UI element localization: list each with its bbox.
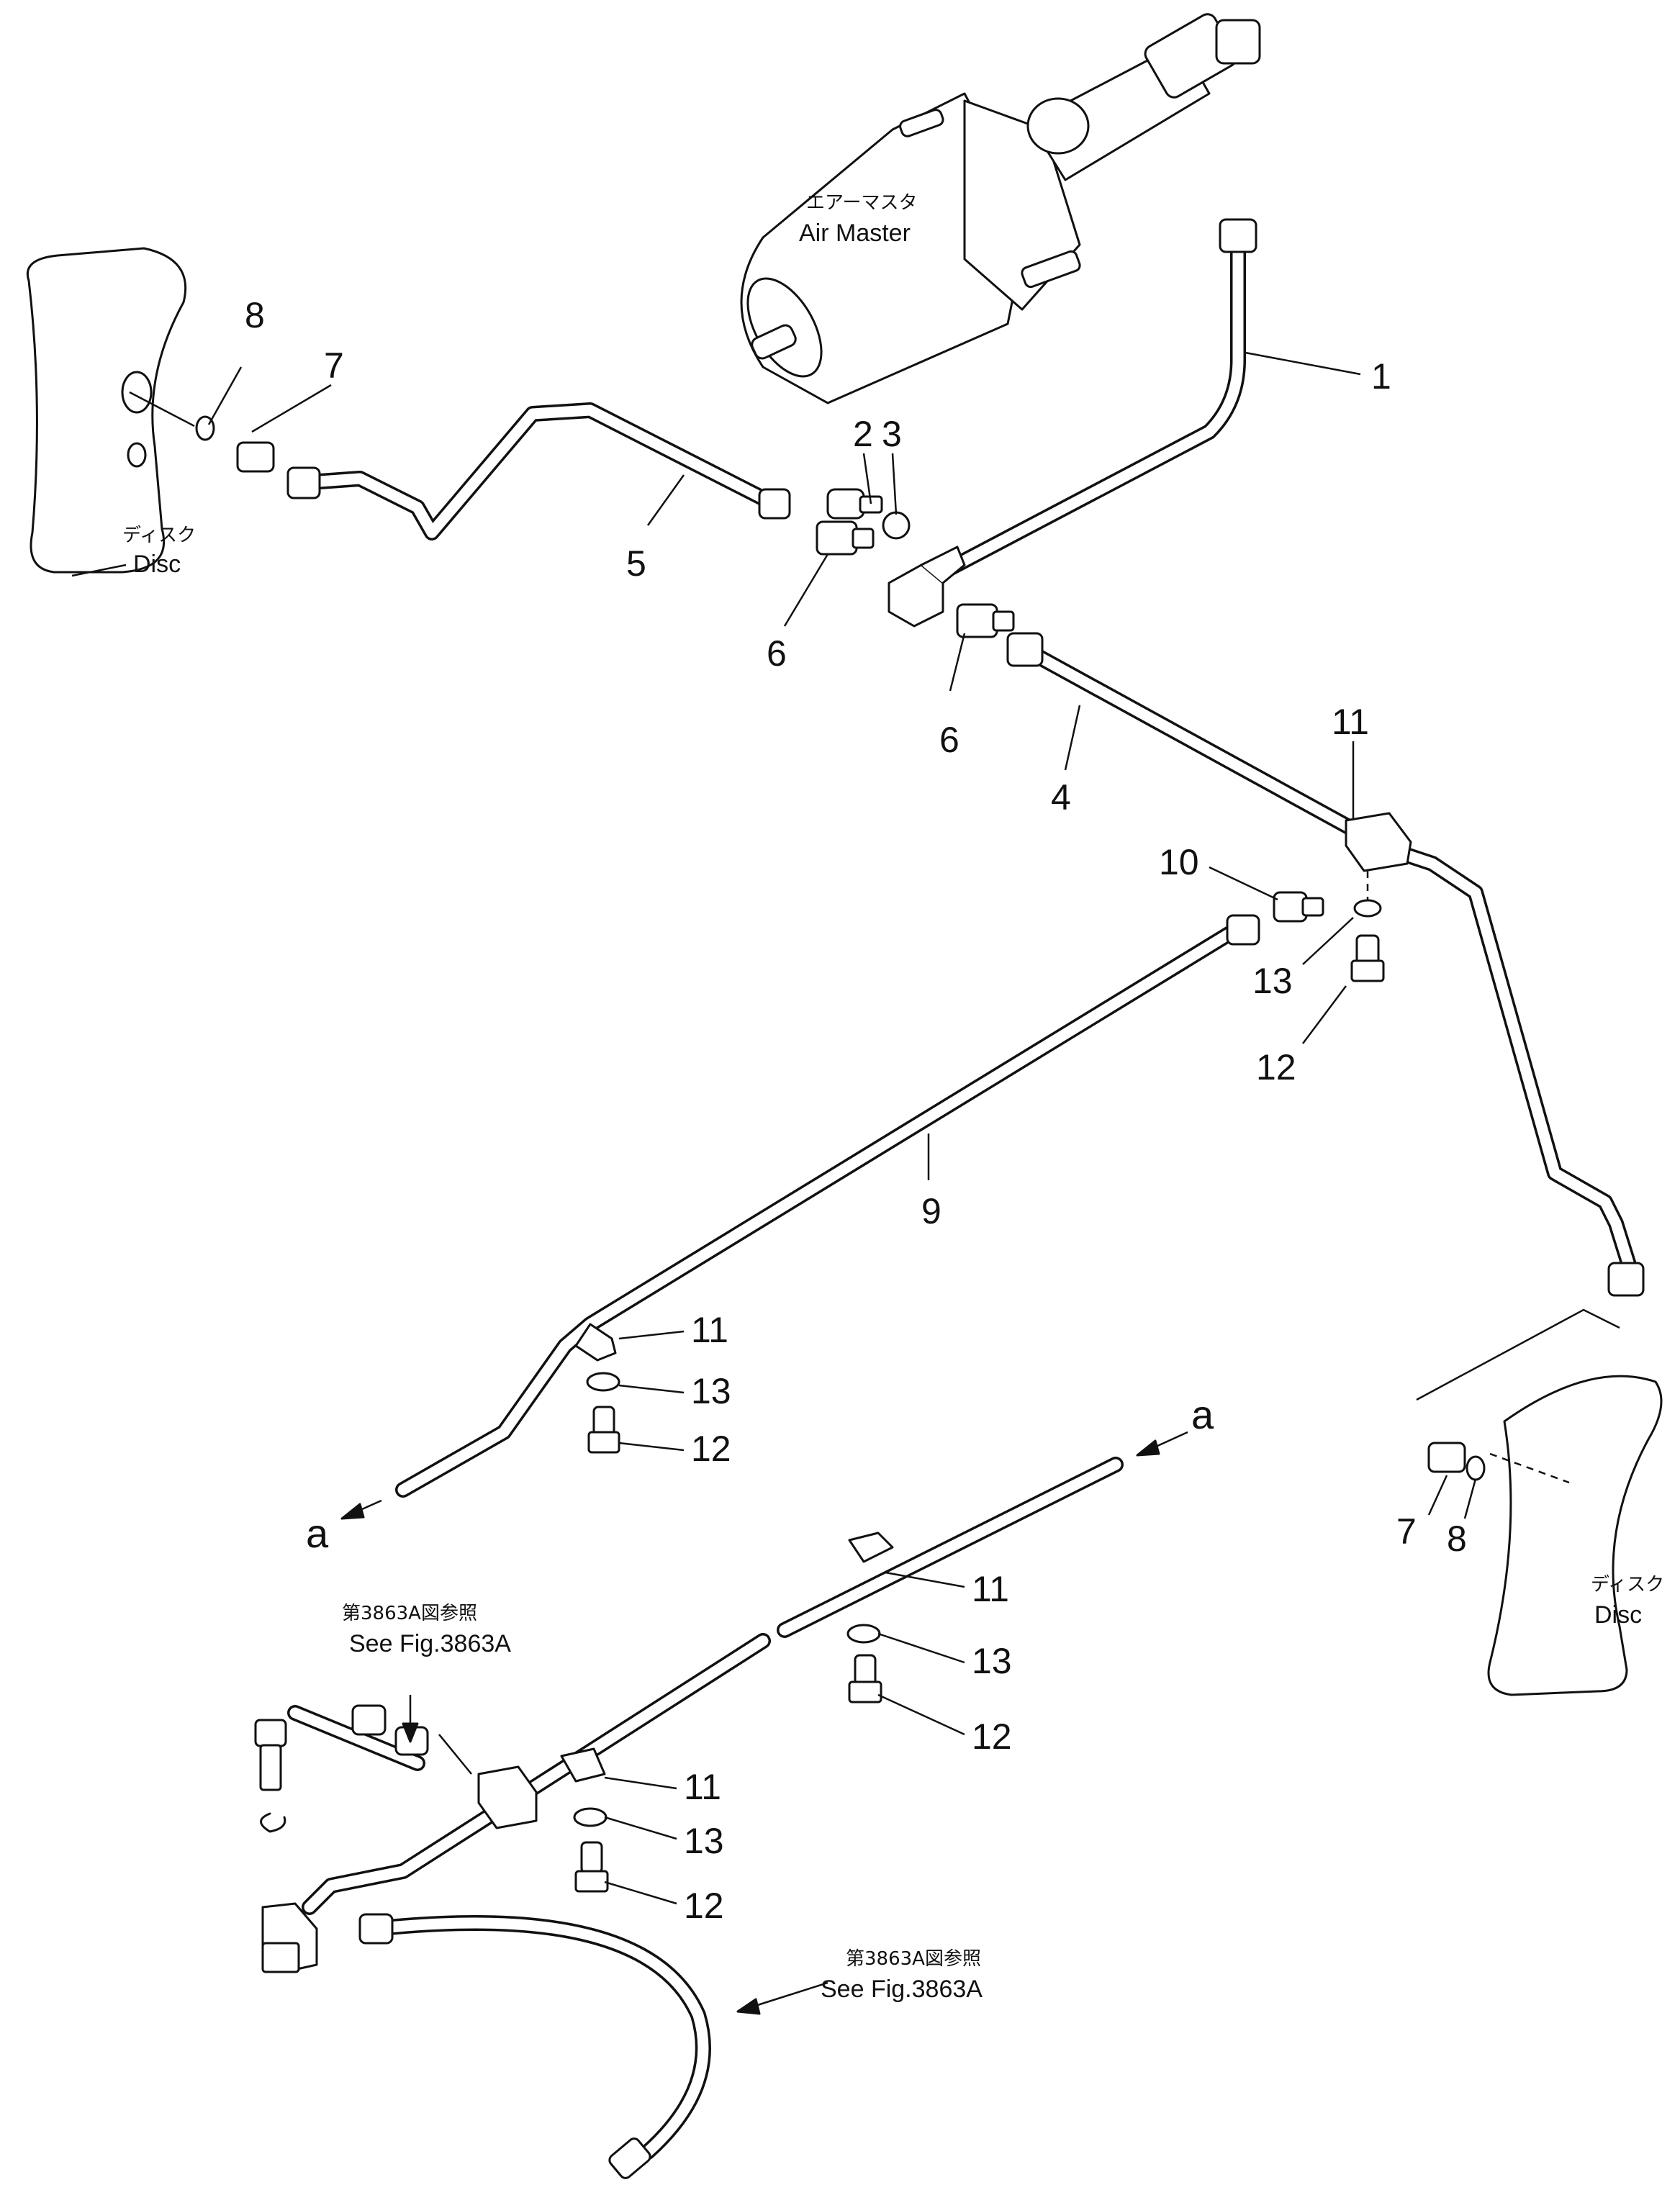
air-master-label-jp: エアーマスタ xyxy=(806,192,917,214)
callout-6-upper: 6 xyxy=(767,633,787,674)
disc-label-en-lower: Disc xyxy=(1594,1601,1642,1629)
callout-3: 3 xyxy=(882,414,902,454)
callout-2: 2 xyxy=(853,414,873,454)
see-fig-en-lower: See Fig.3863A xyxy=(821,1976,983,2003)
callout-9: 9 xyxy=(921,1191,941,1231)
callout-7-upper: 7 xyxy=(324,345,344,386)
arrow-label-a-left: a xyxy=(306,1511,329,1556)
callout-12-mid: 12 xyxy=(691,1429,731,1469)
air-master-label-en: Air Master xyxy=(799,220,911,247)
disc-label-jp-lower: ディスク xyxy=(1591,1574,1664,1596)
callout-11-ll: 11 xyxy=(684,1767,721,1807)
callout-11-mid: 11 xyxy=(691,1310,728,1350)
callout-13-lr: 13 xyxy=(972,1641,1012,1681)
callout-8-lower: 8 xyxy=(1447,1519,1467,1559)
see-fig-jp-upper: 第3863A図参照 xyxy=(342,1603,477,1624)
callout-4: 4 xyxy=(1051,777,1071,818)
leader-lines xyxy=(207,351,1477,2015)
disc-label-jp-upper: ディスク xyxy=(122,525,196,546)
callout-7-lower: 7 xyxy=(1396,1511,1417,1552)
callout-12-top: 12 xyxy=(1256,1047,1296,1087)
callout-numbers: 1 2 3 5 6 6 4 11 10 13 12 9 7 8 11 13 12… xyxy=(245,295,1467,2003)
callout-11-lr: 11 xyxy=(972,1569,1009,1609)
callout-1: 1 xyxy=(1371,356,1391,397)
see-fig-en-upper: See Fig.3863A xyxy=(349,1630,511,1657)
disc-lower-right: ディスク Disc xyxy=(1416,1308,1664,1696)
see-fig-jp-lower: 第3863A図参照 xyxy=(846,1948,981,1970)
callout-11-top: 11 xyxy=(1332,702,1369,742)
callout-13-mid: 13 xyxy=(691,1371,731,1411)
callout-10: 10 xyxy=(1159,842,1199,882)
arrow-label-a-right: a xyxy=(1191,1392,1214,1437)
fittings xyxy=(129,218,1645,2179)
callout-13-ll: 13 xyxy=(684,1821,724,1861)
disc-upper-left: ディスク Disc xyxy=(27,247,196,578)
callout-6-lower: 6 xyxy=(939,720,959,760)
callout-12-ll: 12 xyxy=(684,1886,724,1926)
disc-label-en-upper: Disc xyxy=(133,551,181,578)
callout-12-lr: 12 xyxy=(972,1716,1012,1757)
callout-5: 5 xyxy=(626,543,646,584)
tubes xyxy=(287,230,1642,2160)
callout-8-upper: 8 xyxy=(245,295,265,335)
air-master: エアーマスタ Air Master xyxy=(740,13,1261,404)
callout-13-top: 13 xyxy=(1252,961,1293,1001)
